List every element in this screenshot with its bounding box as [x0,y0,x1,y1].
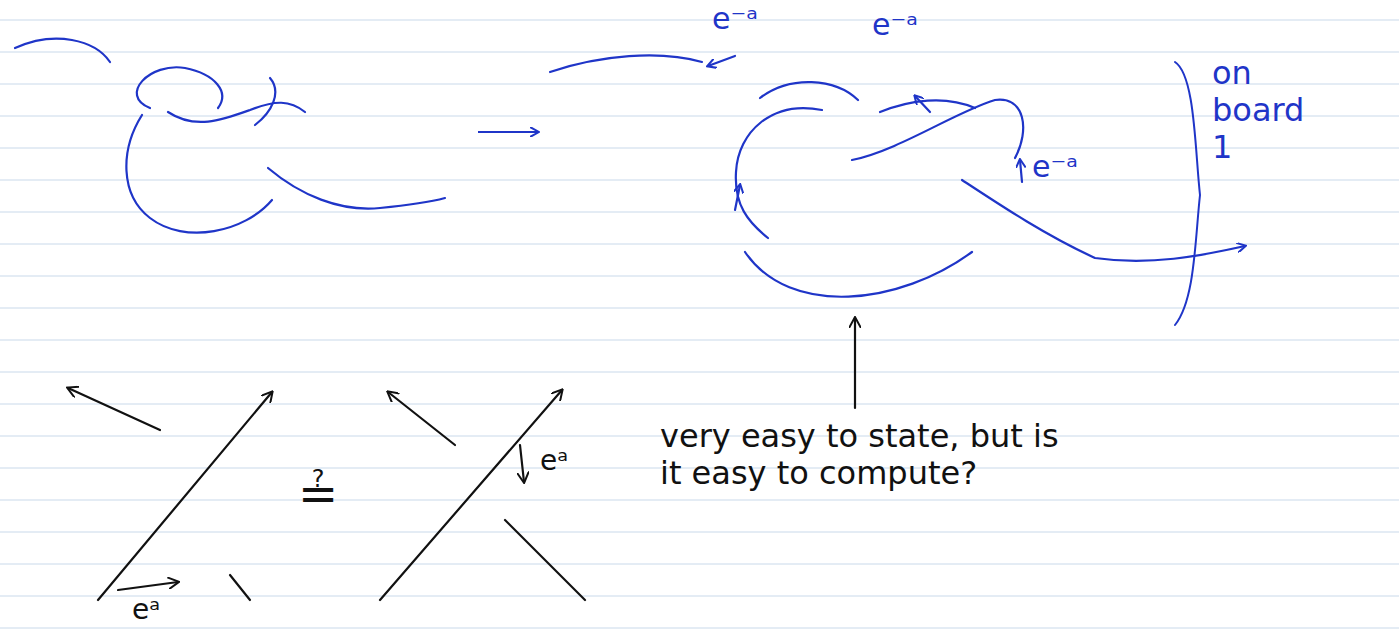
knot-left [15,39,445,233]
side-note: on board 1 [1212,55,1332,165]
equality-question: ≟ [298,466,358,521]
edge-weight: eᵃ [540,445,610,477]
edge-weight: e⁻ᵃ [712,2,802,37]
knot-right [550,55,1245,325]
handwritten-note: very easy to state, but is it easy to co… [660,418,1060,492]
edge-weight: e⁻ᵃ [872,8,962,43]
ruled-lines [0,20,1399,628]
edge-weight: e⁻ᵃ [1032,150,1122,185]
maps-to-arrow [478,131,538,133]
edge-weight: eᵃ [132,594,202,626]
